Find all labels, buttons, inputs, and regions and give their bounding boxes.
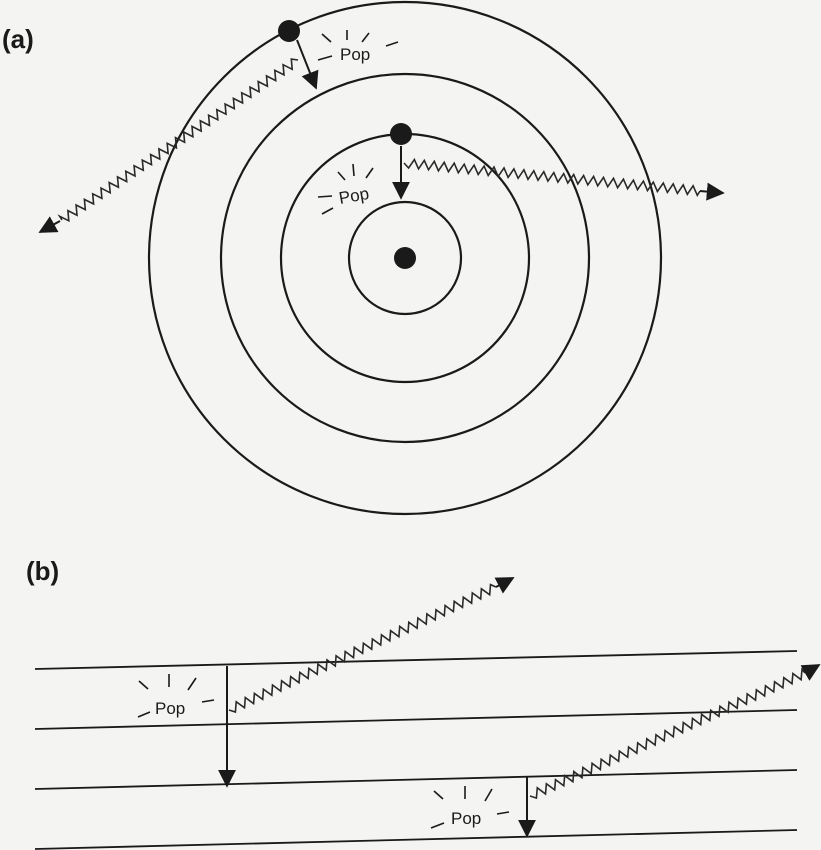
photon-wave-b1 [228, 583, 497, 714]
pop-label-b1: Pop [155, 699, 185, 718]
panel-b-label: (b) [26, 556, 59, 586]
panel-a: (a) Pop Pop [2, 0, 725, 516]
panel-b: (b) Pop Pop [26, 556, 821, 850]
electron-outer [278, 20, 300, 42]
photon-wave-inner [403, 157, 701, 198]
pop-label-a2: Pop [337, 184, 370, 208]
electron-inner [390, 123, 412, 145]
pop-burst-b1: Pop [137, 674, 215, 718]
pop-burst-a1: Pop [317, 30, 399, 64]
orbit-3 [219, 72, 591, 444]
photon-arrowhead-b2 [800, 664, 821, 681]
photon-arrowhead-outer [38, 216, 61, 233]
pop-burst-a2: Pop [317, 163, 374, 215]
pop-label-a1: Pop [340, 45, 370, 64]
pop-label-b2: Pop [451, 809, 481, 828]
energy-level-3 [34, 769, 798, 790]
nucleus [394, 247, 416, 269]
energy-level-2 [34, 709, 798, 730]
energy-level-4 [34, 829, 798, 850]
photon-arrowhead-inner [699, 182, 725, 201]
photon-arrowhead-b1 [494, 577, 515, 594]
orbit-1 [347, 200, 463, 316]
panel-a-label: (a) [2, 24, 34, 54]
orbit-4 [147, 0, 663, 516]
energy-level-1 [34, 650, 798, 670]
pop-burst-b2: Pop [430, 786, 510, 829]
photon-wave-b2 [529, 667, 806, 800]
photon-wave-outer [57, 58, 299, 223]
transition-arrow-outer [296, 39, 319, 90]
